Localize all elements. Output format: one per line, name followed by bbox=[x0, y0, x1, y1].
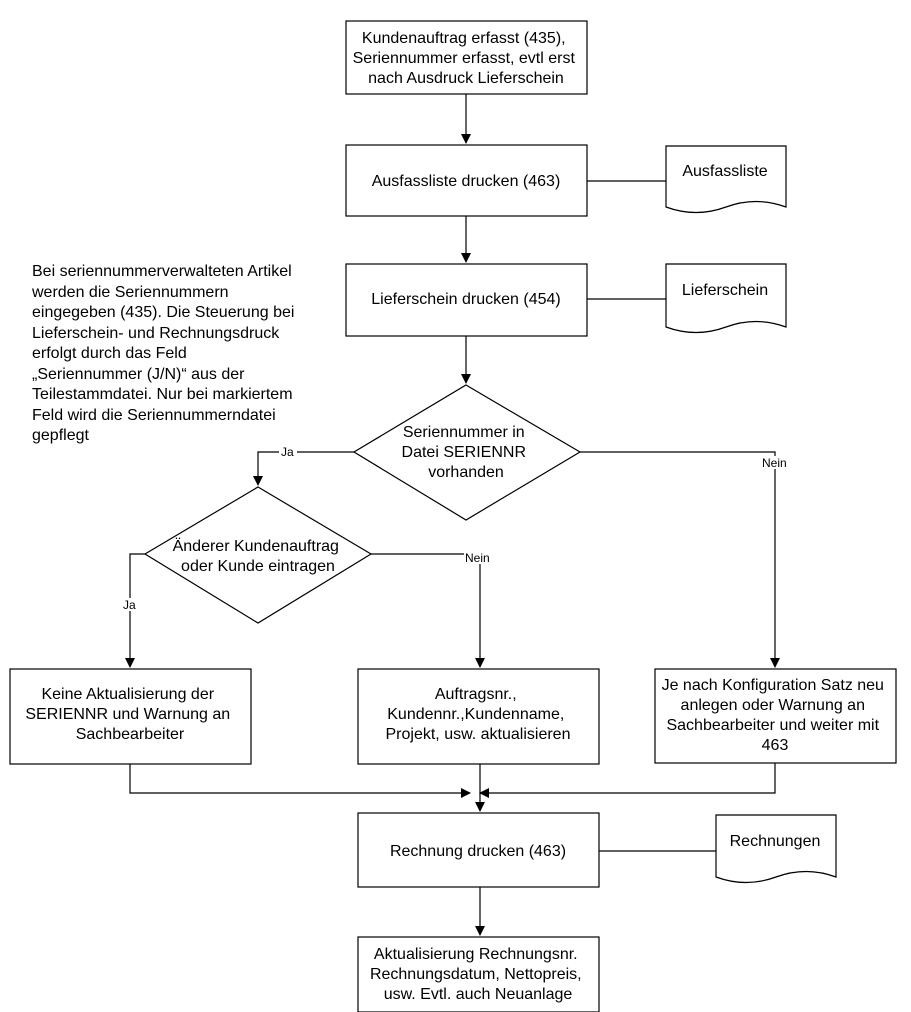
edge-label-ja-2: Ja bbox=[123, 598, 136, 612]
text-decision-seriennummer: Seriennummer in Datei SERIENNR vorhanden bbox=[402, 424, 531, 481]
box-auftragsnr bbox=[357, 668, 600, 765]
box-rechnung-drucken bbox=[357, 812, 600, 888]
edge-label-nein-1: Nein bbox=[762, 456, 787, 470]
edge-decision2-nein bbox=[371, 553, 485, 668]
text-ausfassliste-drucken: Ausfassliste drucken (463) bbox=[372, 173, 561, 190]
edge-decision-ja bbox=[253, 451, 354, 486]
shapes bbox=[9, 20, 897, 1012]
text-rechnung-drucken: Rechnung drucken (463) bbox=[390, 843, 566, 860]
node-texts: Kundenauftrag erfasst (435), Seriennumme… bbox=[25, 30, 889, 1003]
doc-ausfassliste-shape bbox=[665, 145, 787, 214]
box-start bbox=[345, 20, 588, 95]
text-je-nach-konfiguration: Je nach Konfiguration Satz neu anlegen o… bbox=[662, 677, 889, 754]
edge-label-nein-2: Nein bbox=[465, 551, 490, 565]
decision-kundenauftrag bbox=[143, 486, 373, 624]
text-keine-aktualisierung: Keine Aktualisierung der SERIENNR und Wa… bbox=[25, 686, 234, 743]
edge-decision-nein bbox=[580, 451, 780, 668]
edge-decision2-ja bbox=[125, 553, 145, 668]
edge-keine-to-merge bbox=[129, 764, 471, 798]
text-doc-ausfassliste: Ausfassliste bbox=[682, 163, 767, 180]
edge-je-nach-to-merge bbox=[479, 763, 776, 798]
edge-label-ja-1: Ja bbox=[281, 445, 294, 459]
text-decision-kundenauftrag: Änderer Kundenauftrag oder Kunde eintrag… bbox=[173, 537, 344, 575]
box-aktualisierung-rechnungsnr bbox=[357, 936, 600, 1012]
doc-rechnungen-shape bbox=[715, 814, 837, 884]
box-lieferschein-drucken bbox=[345, 263, 588, 337]
annotation-note: Bei seriennummerverwalteten Artikel werd… bbox=[32, 263, 295, 444]
doc-lieferschein-shape bbox=[665, 263, 787, 334]
edge-labels: Ja Nein Nein Ja bbox=[121, 445, 790, 612]
text-lieferschein-drucken: Lieferschein drucken (454) bbox=[371, 291, 560, 308]
connectors bbox=[125, 94, 780, 936]
box-je-nach-konfiguration bbox=[654, 668, 897, 764]
text-start: Kundenauftrag erfasst (435), Seriennumme… bbox=[353, 30, 580, 87]
text-aktualisierung-rechnungsnr: Aktualisierung Rechnungsnr. Rechnungsdat… bbox=[370, 946, 586, 1003]
text-doc-lieferschein: Lieferschein bbox=[682, 282, 768, 299]
decision-seriennummer bbox=[352, 384, 582, 521]
text-auftragsnr: Auftragsnr., Kundennr.,Kundenname, Proje… bbox=[386, 686, 571, 743]
box-ausfassliste-drucken bbox=[345, 144, 588, 217]
box-keine-aktualisierung bbox=[9, 668, 252, 765]
text-doc-rechnungen: Rechnungen bbox=[730, 833, 821, 850]
